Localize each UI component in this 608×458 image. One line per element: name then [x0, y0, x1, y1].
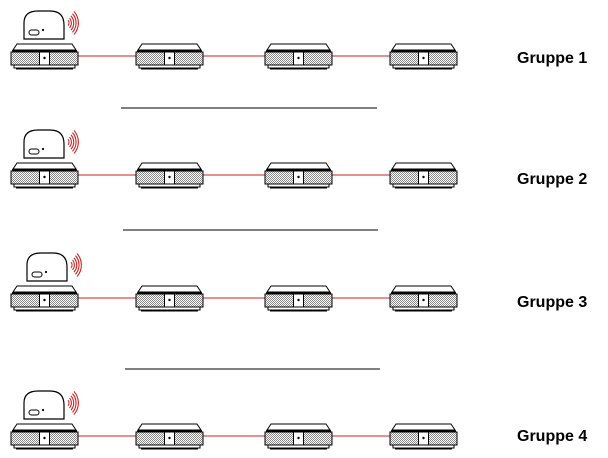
detector-group-1 — [10, 10, 458, 70]
signal-waves-icon — [67, 391, 79, 415]
smoke-detector — [389, 43, 458, 70]
smoke-detector — [135, 43, 204, 70]
group-label-2: Gruppe 2 — [517, 171, 588, 188]
signal-waves-icon — [67, 130, 79, 154]
remote-button-icon — [28, 409, 40, 416]
remote-control — [23, 129, 79, 159]
groups-layer — [10, 10, 458, 450]
smoke-detector — [389, 162, 458, 189]
remote-button-icon — [31, 271, 43, 278]
smoke-detector — [389, 285, 458, 312]
smoke-detector — [264, 285, 333, 312]
smoke-detector — [10, 43, 79, 70]
smoke-detector — [264, 423, 333, 450]
smoke-detector — [10, 285, 79, 312]
signal-waves-icon — [67, 11, 79, 35]
detector-group-2 — [10, 129, 458, 189]
detector-group-4 — [10, 390, 458, 450]
smoke-detector — [135, 162, 204, 189]
smoke-detector — [135, 285, 204, 312]
remote-control — [23, 390, 79, 420]
group-label-3: Gruppe 3 — [517, 294, 588, 311]
remote-button-icon — [28, 148, 40, 155]
group-label-4: Gruppe 4 — [517, 428, 588, 445]
smoke-detector — [135, 423, 204, 450]
remote-control — [26, 252, 82, 282]
smoke-detector — [264, 162, 333, 189]
detector-group-3 — [10, 252, 458, 312]
remote-control — [23, 10, 79, 40]
remote-button-icon — [28, 29, 40, 36]
smoke-detector — [10, 162, 79, 189]
signal-waves-icon — [70, 253, 82, 277]
group-label-1: Gruppe 1 — [517, 50, 588, 67]
smoke-detector — [264, 43, 333, 70]
smoke-detector — [10, 423, 79, 450]
smoke-detector — [389, 423, 458, 450]
